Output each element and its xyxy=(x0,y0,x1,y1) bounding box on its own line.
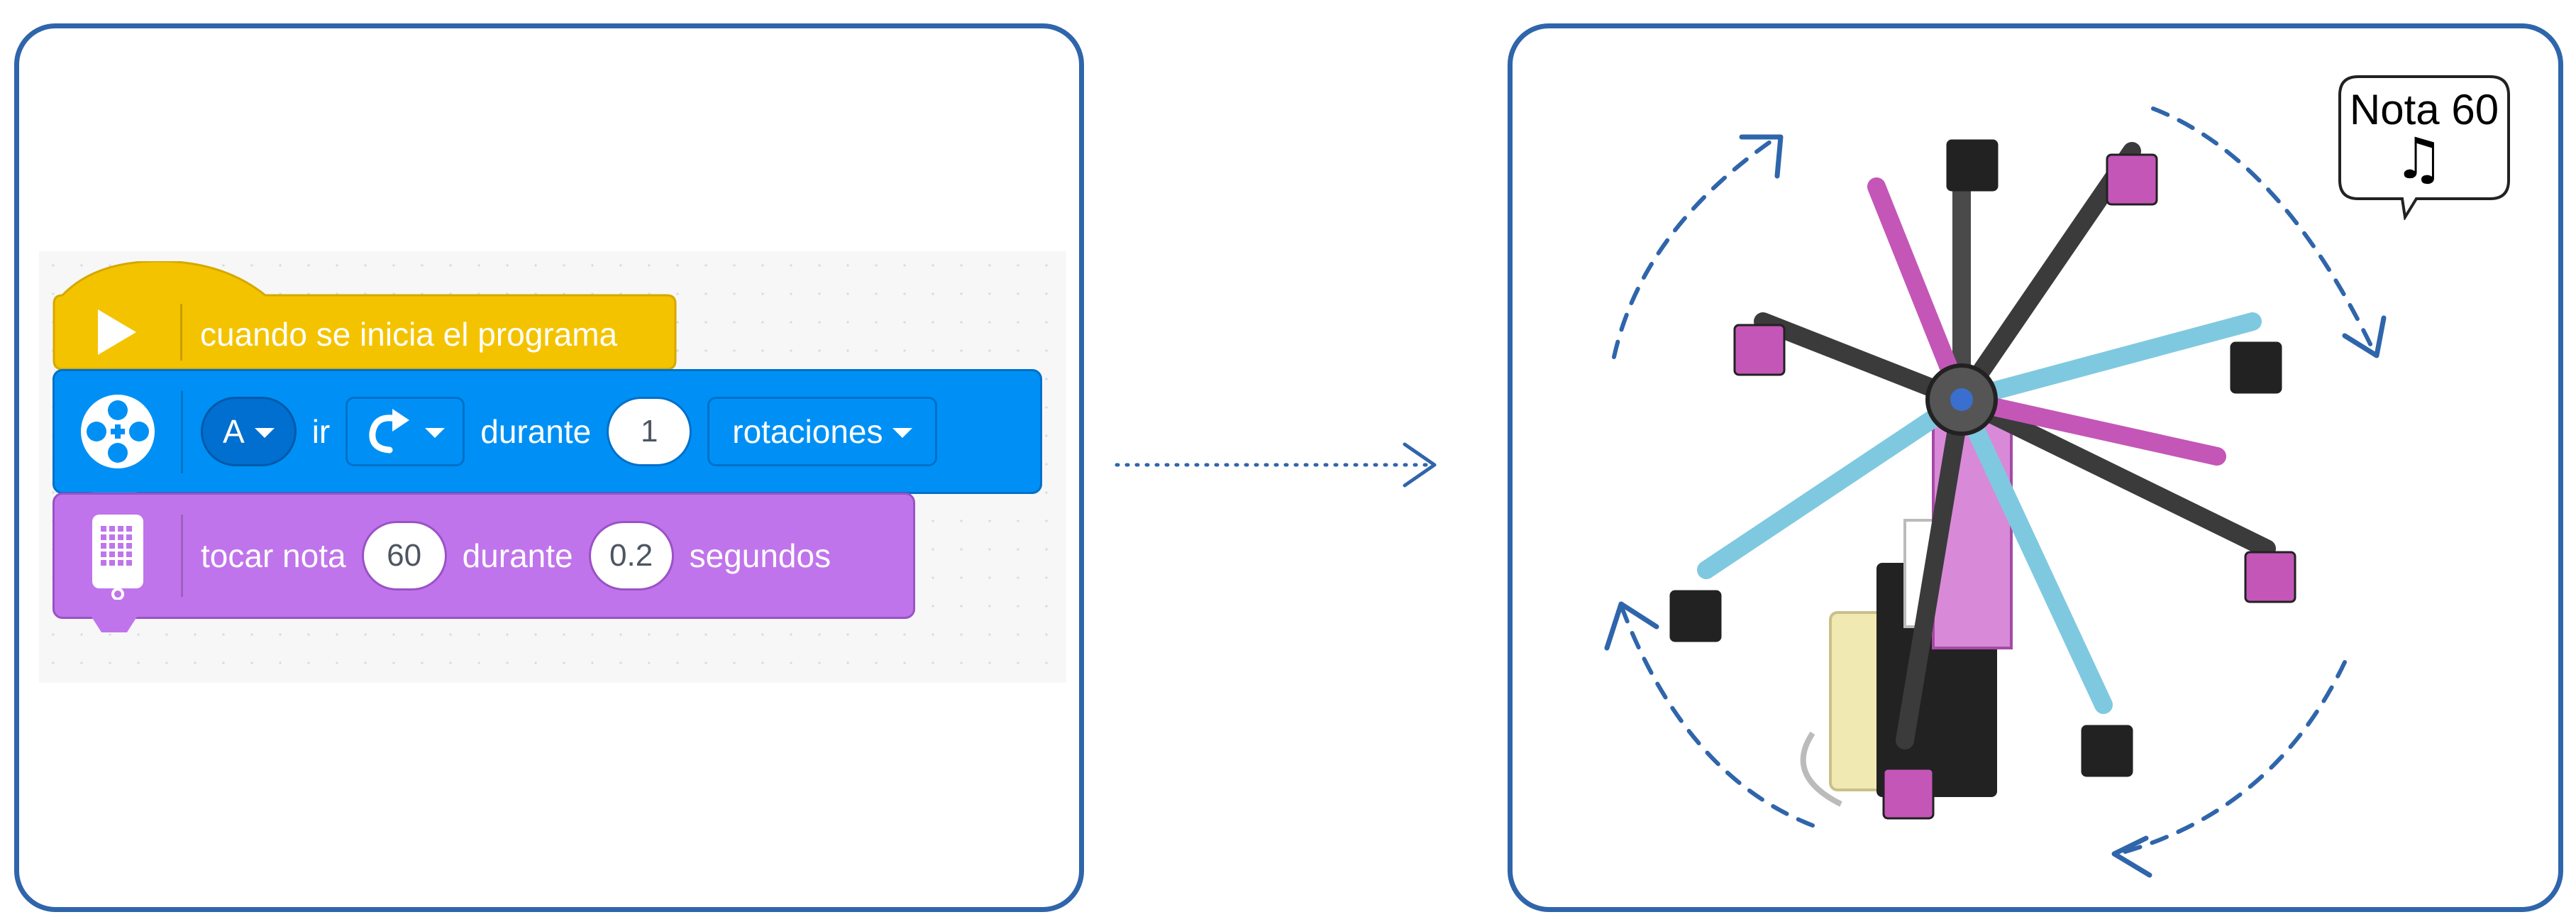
event-label: cuando se inicia el programa xyxy=(200,316,618,353)
unit-dropdown[interactable]: rotaciones xyxy=(707,397,938,466)
speech-bubble-shape xyxy=(2338,75,2510,220)
chevron-down-icon xyxy=(892,428,913,438)
play-note-label: tocar nota xyxy=(201,537,346,574)
motor-icon xyxy=(55,371,181,492)
hat-block-shape xyxy=(52,261,677,370)
speech-bubble: Nota 60 ♫ xyxy=(2337,74,2511,220)
hub-icon xyxy=(55,495,181,617)
port-dropdown[interactable]: A xyxy=(201,397,297,466)
duration-input[interactable]: 0.2 xyxy=(588,521,674,591)
model-panel xyxy=(1508,23,2563,912)
block-notch xyxy=(92,617,137,632)
for-label: durante xyxy=(480,413,592,450)
block-divider xyxy=(181,391,183,473)
when-program-starts-block[interactable]: cuando se inicia el programa xyxy=(52,261,677,370)
chevron-down-icon xyxy=(425,428,446,438)
rotation-arrows-icon xyxy=(1612,106,2375,856)
dotted-arrow-icon xyxy=(1115,442,1437,488)
block-divider xyxy=(181,515,183,597)
ferris-wheel-model xyxy=(1604,106,2387,878)
play-icon xyxy=(52,295,180,369)
seconds-label: segundos xyxy=(689,537,831,574)
motor-run-block[interactable]: A ir durante 1 rotaciones xyxy=(52,369,1042,507)
chevron-down-icon xyxy=(254,428,275,438)
motor-block-fields: A ir durante 1 rotaciones xyxy=(201,371,938,492)
play-note-block[interactable]: tocar nota 60 durante 0.2 segundos xyxy=(52,493,915,632)
block-divider xyxy=(180,304,182,361)
note-input[interactable]: 60 xyxy=(361,521,447,591)
sound-block-fields: tocar nota 60 durante 0.2 segundos xyxy=(201,495,831,617)
unit-value: rotaciones xyxy=(732,413,883,450)
speech-bubble-text: Nota 60 xyxy=(2349,86,2499,133)
rotations-input[interactable]: 1 xyxy=(607,397,692,466)
go-label: ir xyxy=(311,413,331,450)
for-label: durante xyxy=(462,537,573,574)
direction-dropdown[interactable] xyxy=(346,397,465,466)
clockwise-arrow-icon xyxy=(369,409,410,454)
music-note-icon: ♫ xyxy=(2394,126,2445,192)
port-value: A xyxy=(223,413,245,450)
